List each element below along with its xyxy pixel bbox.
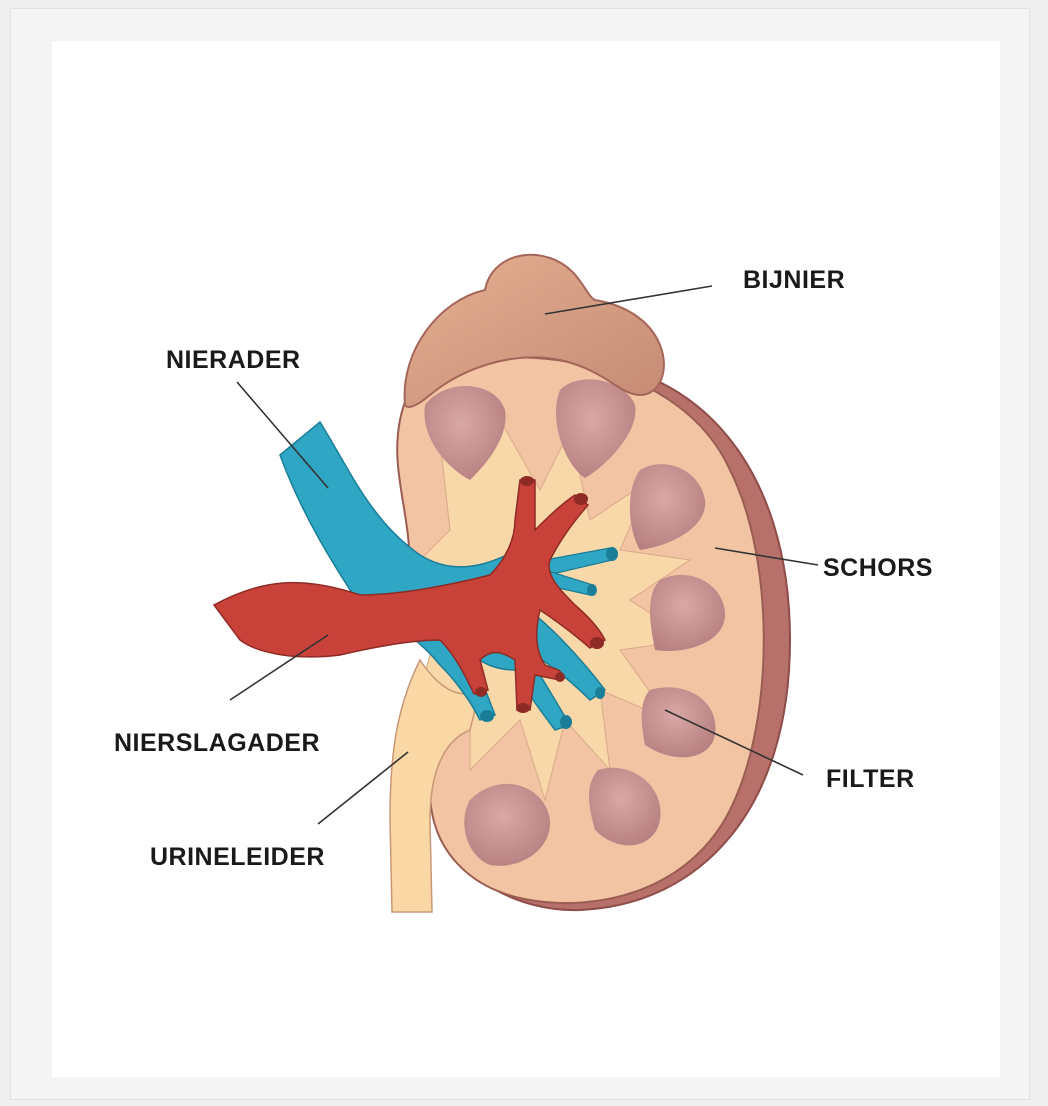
label-nierader: NIERADER (166, 346, 301, 374)
label-schors: SCHORS (823, 554, 933, 582)
label-urineleider: URINELEIDER (150, 843, 325, 871)
label-nierslagader: NIERSLAGADER (114, 729, 320, 757)
label-bijnier: BIJNIER (743, 266, 845, 294)
label-filter: FILTER (826, 765, 915, 793)
